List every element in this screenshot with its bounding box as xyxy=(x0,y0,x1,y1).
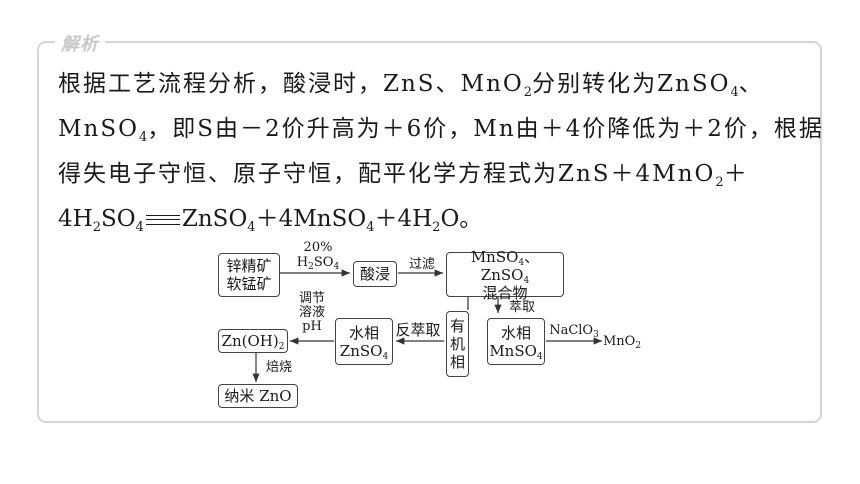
box-zinc-hydroxide: Zn(OH)2 xyxy=(218,329,288,353)
paragraph-line-2: MnSO4，即S由－2价升高为＋6价，Mn由＋4价降低为＋2价，根据 xyxy=(58,116,824,145)
analysis-paragraph: 根据工艺流程分析，酸浸时，ZnS、MnO2分别转化为ZnSO4、 MnSO4，即… xyxy=(58,62,824,242)
equals-sign xyxy=(145,215,180,225)
box-aqueous-mnso4: 水相 MnSO4 xyxy=(487,318,545,365)
label-adjust-ph: 调节 溶液 pH xyxy=(298,291,325,334)
box-organic-phase: 有 机 相 xyxy=(446,311,469,377)
label-filter: 过滤 xyxy=(408,257,435,272)
box-nano-zno: 纳米 ZnO xyxy=(218,384,298,408)
label-extract: 萃取 xyxy=(508,300,535,315)
label-acid: 20% H2SO4 xyxy=(296,240,340,272)
paragraph-line-1: 根据工艺流程分析，酸浸时，ZnS、MnO2分别转化为ZnSO4、 xyxy=(58,71,764,100)
label-roast: 焙烧 xyxy=(265,360,292,375)
paragraph-line-3: 得失电子守恒、原子守恒，配平化学方程式为ZnS＋4MnO2＋ xyxy=(58,161,749,190)
box-acid-leach: 酸浸 xyxy=(353,261,397,287)
label-back-extract: 反萃取 xyxy=(395,321,441,339)
label-naclo3: NaClO3 xyxy=(549,323,599,340)
box-ore: 锌精矿 软锰矿 xyxy=(218,253,280,297)
label-mno2: MnO2 xyxy=(603,334,642,351)
analysis-card xyxy=(37,41,822,423)
section-tag: 解析 xyxy=(55,30,105,56)
box-mixture: MnSO4、ZnSO4 混合物 xyxy=(446,248,564,302)
box-aqueous-znso4: 水相 ZnSO4 xyxy=(335,318,393,365)
